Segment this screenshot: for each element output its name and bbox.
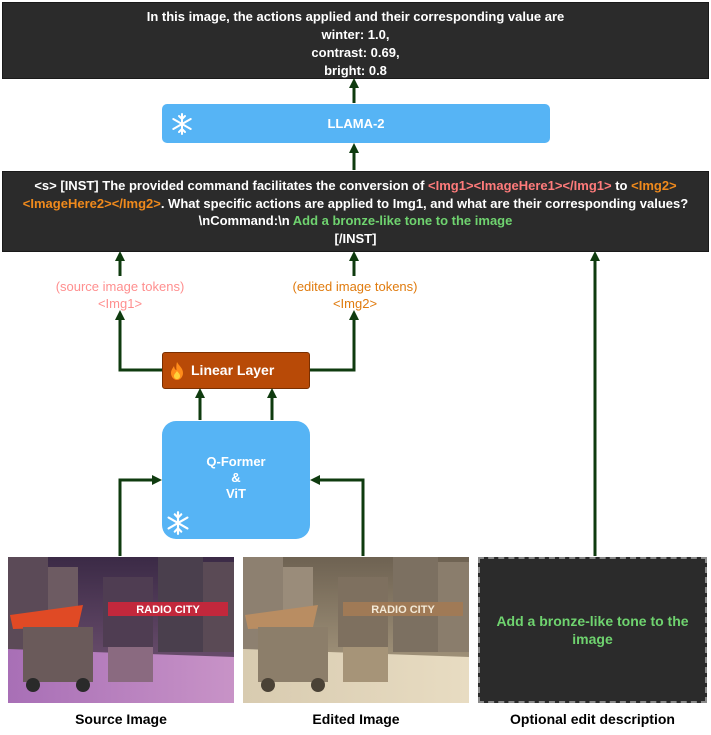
linear-layer-label: Linear Layer bbox=[191, 362, 275, 378]
edit-description-text: Add a bronze-like tone to the image bbox=[496, 613, 689, 647]
linear-layer-box: Linear Layer bbox=[162, 352, 310, 389]
optional-description-caption: Optional edit description bbox=[510, 711, 675, 727]
edited-tokens-line: (edited image tokens) bbox=[292, 279, 418, 294]
output-line: In this image, the actions applied and t… bbox=[146, 9, 565, 24]
edited-tokens-label: (edited image tokens) <Img2> bbox=[255, 278, 455, 312]
edited-image: RADIO CITY bbox=[243, 557, 469, 703]
source-city-illustration: RADIO CITY bbox=[8, 557, 234, 703]
prompt-end: [/INST] bbox=[334, 230, 377, 246]
prompt-box: <s> [INST] The provided command facilita… bbox=[2, 171, 709, 252]
source-image: RADIO CITY bbox=[8, 557, 234, 703]
qformer-line: ViT bbox=[226, 486, 246, 501]
source-tokens-line: (source image tokens) bbox=[55, 279, 185, 294]
fire-icon bbox=[171, 362, 183, 380]
svg-text:RADIO CITY: RADIO CITY bbox=[371, 604, 435, 616]
output-line: winter: 1.0, bbox=[321, 27, 390, 42]
arrow-source-image-to-qformer bbox=[118, 475, 162, 556]
edited-image-caption: Edited Image bbox=[312, 711, 400, 727]
llama-box: LLAMA-2 bbox=[162, 104, 550, 143]
snowflake-icon bbox=[172, 113, 192, 135]
arrow-edited-image-to-qformer bbox=[310, 475, 365, 556]
source-tokens-tag: <Img1> bbox=[97, 296, 143, 311]
edited-city-illustration: RADIO CITY bbox=[243, 557, 469, 703]
qformer-box: Q-Former & ViT bbox=[162, 421, 310, 539]
qformer-line: & bbox=[231, 470, 241, 485]
source-tokens-label: (source image tokens) <Img1> bbox=[20, 278, 220, 312]
output-box: In this image, the actions applied and t… bbox=[2, 2, 709, 79]
edit-description-box: Add a bronze-like tone to the image bbox=[478, 557, 707, 703]
img1-placeholder-tokens: <Img1><ImageHere1></Img1> bbox=[428, 178, 612, 193]
qformer-line: Q-Former bbox=[206, 454, 266, 469]
prompt-command: Add a bronze-like tone to the image bbox=[292, 213, 513, 228]
snowflake-icon bbox=[167, 511, 189, 535]
output-line: contrast: 0.69, bbox=[311, 45, 400, 60]
arrow-linear-to-source-tokens bbox=[115, 310, 162, 372]
prompt-text: <s> [INST] The provided command facilita… bbox=[34, 178, 429, 193]
img2-placeholder-tokens: <Img2><ImageHere2></Img2> bbox=[22, 178, 677, 211]
llama-label: LLAMA-2 bbox=[327, 116, 385, 131]
arrow-linear-to-edited-tokens bbox=[310, 310, 359, 372]
prompt-text: . What specific actions are applied to I… bbox=[160, 195, 689, 229]
output-line: bright: 0.8 bbox=[324, 63, 387, 78]
source-image-caption: Source Image bbox=[75, 711, 167, 727]
edited-tokens-tag: <Img2> bbox=[332, 296, 378, 311]
prompt-text: to bbox=[611, 178, 632, 193]
svg-text:RADIO CITY: RADIO CITY bbox=[136, 604, 200, 616]
